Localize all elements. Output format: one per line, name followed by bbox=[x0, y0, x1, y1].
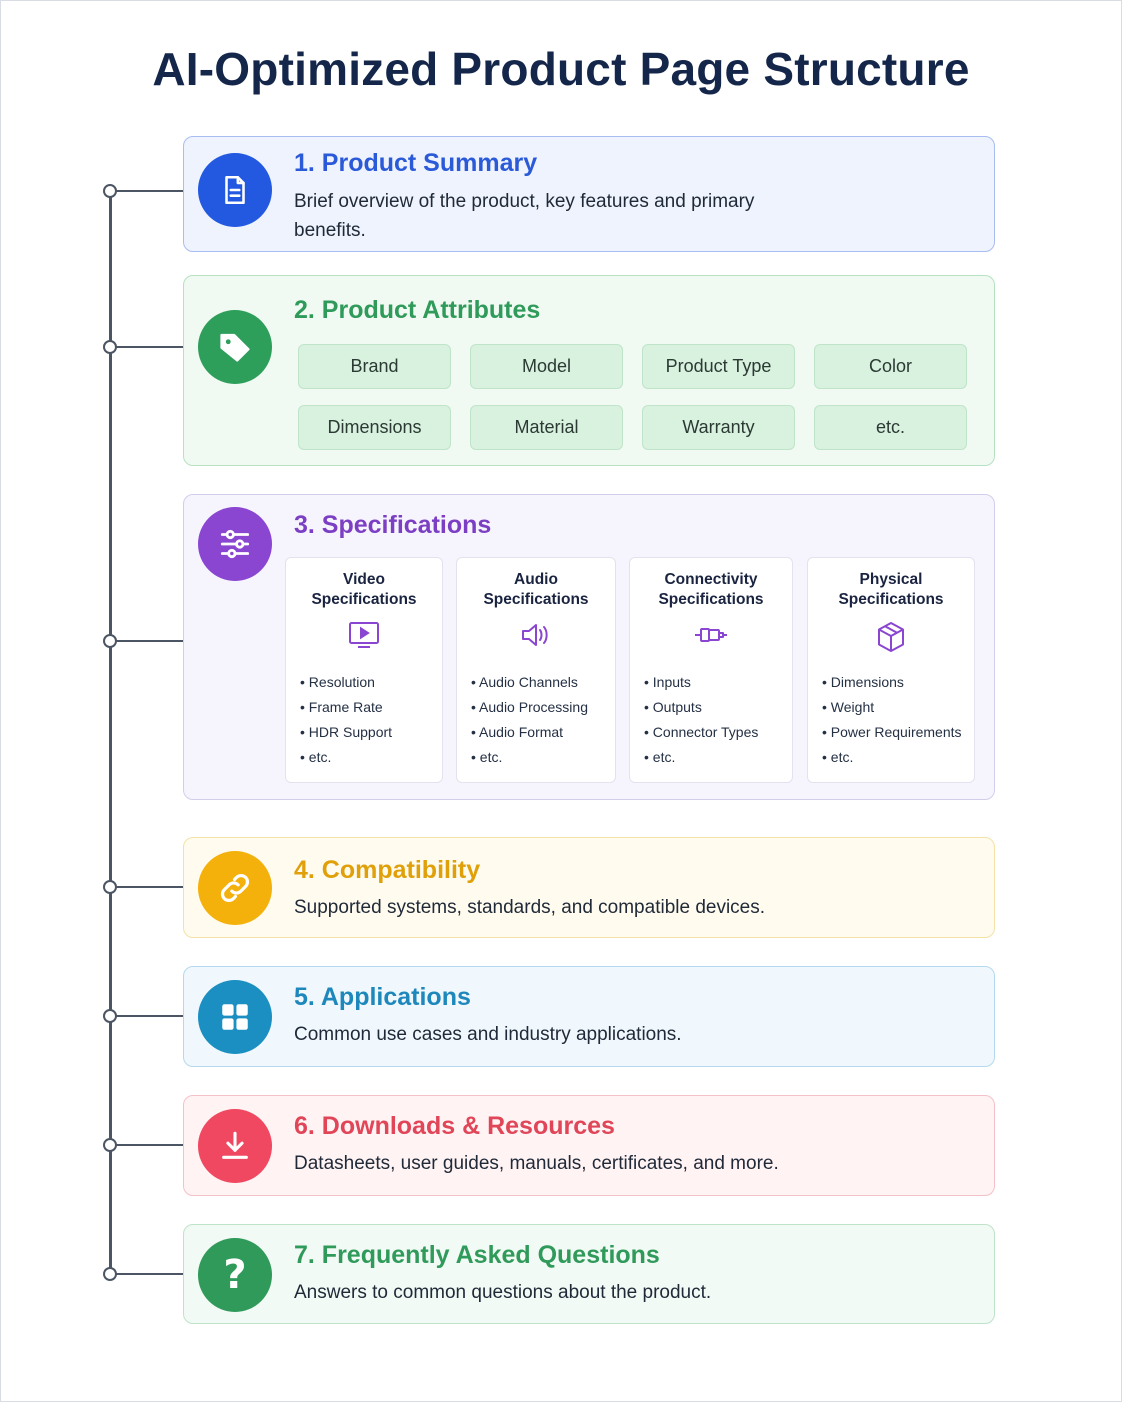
section-faq: ? 7. Frequently Asked Questions Answers … bbox=[183, 1224, 995, 1324]
timeline-connector bbox=[116, 1273, 184, 1275]
section-description: Brief overview of the product, key featu… bbox=[294, 191, 755, 241]
attribute-chip: Material bbox=[470, 405, 623, 450]
timeline-node bbox=[103, 880, 117, 894]
section-description: Supported systems, standards, and compat… bbox=[294, 897, 766, 918]
section-title: 2. Product Attributes bbox=[294, 296, 541, 324]
list-item: Resolution bbox=[300, 670, 392, 695]
attribute-chip: Brand bbox=[298, 344, 451, 389]
sliders-icon bbox=[198, 507, 272, 581]
section-applications: 5. Applications Common use cases and ind… bbox=[183, 966, 995, 1067]
section-compatibility: 4. Compatibility Supported systems, stan… bbox=[183, 837, 995, 938]
timeline-line bbox=[109, 190, 112, 1274]
speaker-icon bbox=[519, 620, 553, 655]
list-item: etc. bbox=[300, 745, 392, 770]
page-title: AI-Optimized Product Page Structure bbox=[152, 43, 970, 95]
download-icon bbox=[198, 1109, 272, 1183]
list-item: Audio Processing bbox=[471, 695, 588, 720]
attribute-chip: Warranty bbox=[642, 405, 795, 450]
timeline-connector bbox=[116, 190, 184, 192]
list-item: Connector Types bbox=[644, 720, 759, 745]
list-item: Audio Channels bbox=[471, 670, 588, 695]
section-title: 5. Applications bbox=[294, 983, 471, 1011]
timeline-node bbox=[103, 340, 117, 354]
list-item: etc. bbox=[471, 745, 588, 770]
section-description: Common use cases and industry applicatio… bbox=[294, 1024, 682, 1045]
spec-list: Audio Channels Audio Processing Audio Fo… bbox=[471, 670, 588, 770]
section-downloads-resources: 6. Downloads & Resources Datasheets, use… bbox=[183, 1095, 995, 1196]
list-item: Audio Format bbox=[471, 720, 588, 745]
timeline-node bbox=[103, 1267, 117, 1281]
list-item: Frame Rate bbox=[300, 695, 392, 720]
question-icon: ? bbox=[198, 1238, 272, 1312]
list-item: Weight bbox=[822, 695, 962, 720]
cube-icon bbox=[874, 620, 908, 659]
list-item: Outputs bbox=[644, 695, 758, 720]
timeline-node bbox=[103, 1009, 117, 1023]
spec-list: Resolution Frame Rate HDR Support etc. bbox=[300, 670, 392, 770]
list-item: etc. bbox=[644, 745, 758, 770]
spec-list: Inputs Outputs Connector Types etc. bbox=[644, 670, 759, 770]
attribute-chip: Dimensions bbox=[298, 405, 451, 450]
section-title: 1. Product Summary bbox=[294, 149, 538, 177]
spec-list: Dimensions Weight Power Requirements etc… bbox=[822, 670, 962, 770]
attribute-chip: Color bbox=[814, 344, 967, 389]
timeline-connector bbox=[116, 1015, 184, 1017]
list-item: Inputs bbox=[644, 670, 758, 695]
timeline-node bbox=[103, 1138, 117, 1152]
timeline-connector bbox=[116, 640, 184, 642]
monitor-play-icon bbox=[347, 620, 381, 655]
attribute-chip: Product Type bbox=[642, 344, 795, 389]
link-icon bbox=[198, 851, 272, 925]
section-title: 4. Compatibility bbox=[294, 856, 481, 884]
list-item: etc. bbox=[822, 745, 962, 770]
section-product-summary: 1. Product Summary Brief overview of the… bbox=[183, 136, 995, 252]
list-item: Power Requirements bbox=[822, 720, 962, 745]
attribute-grid: Brand Model Product Type Color Dimension… bbox=[298, 344, 967, 450]
timeline-node bbox=[103, 634, 117, 648]
timeline-connector bbox=[116, 1144, 184, 1146]
grid-icon bbox=[198, 980, 272, 1054]
section-description: Datasheets, user guides, manuals, certif… bbox=[294, 1153, 779, 1174]
connector-icon bbox=[693, 620, 729, 655]
document-icon bbox=[198, 153, 272, 227]
section-title: 3. Specifications bbox=[294, 511, 492, 539]
timeline-connector bbox=[116, 346, 184, 348]
section-title: 7. Frequently Asked Questions bbox=[294, 1241, 660, 1269]
section-title: 6. Downloads & Resources bbox=[294, 1112, 615, 1140]
section-product-attributes: 2. Product Attributes Brand Model Produc… bbox=[183, 275, 995, 466]
attribute-chip: etc. bbox=[814, 405, 967, 450]
timeline-node bbox=[103, 184, 117, 198]
timeline-connector bbox=[116, 886, 184, 888]
attribute-chip: Model bbox=[470, 344, 623, 389]
tag-icon bbox=[198, 310, 272, 384]
list-item: HDR Support bbox=[300, 720, 392, 745]
section-description: Answers to common questions about the pr… bbox=[294, 1282, 712, 1303]
list-item: Dimensions bbox=[822, 670, 962, 695]
